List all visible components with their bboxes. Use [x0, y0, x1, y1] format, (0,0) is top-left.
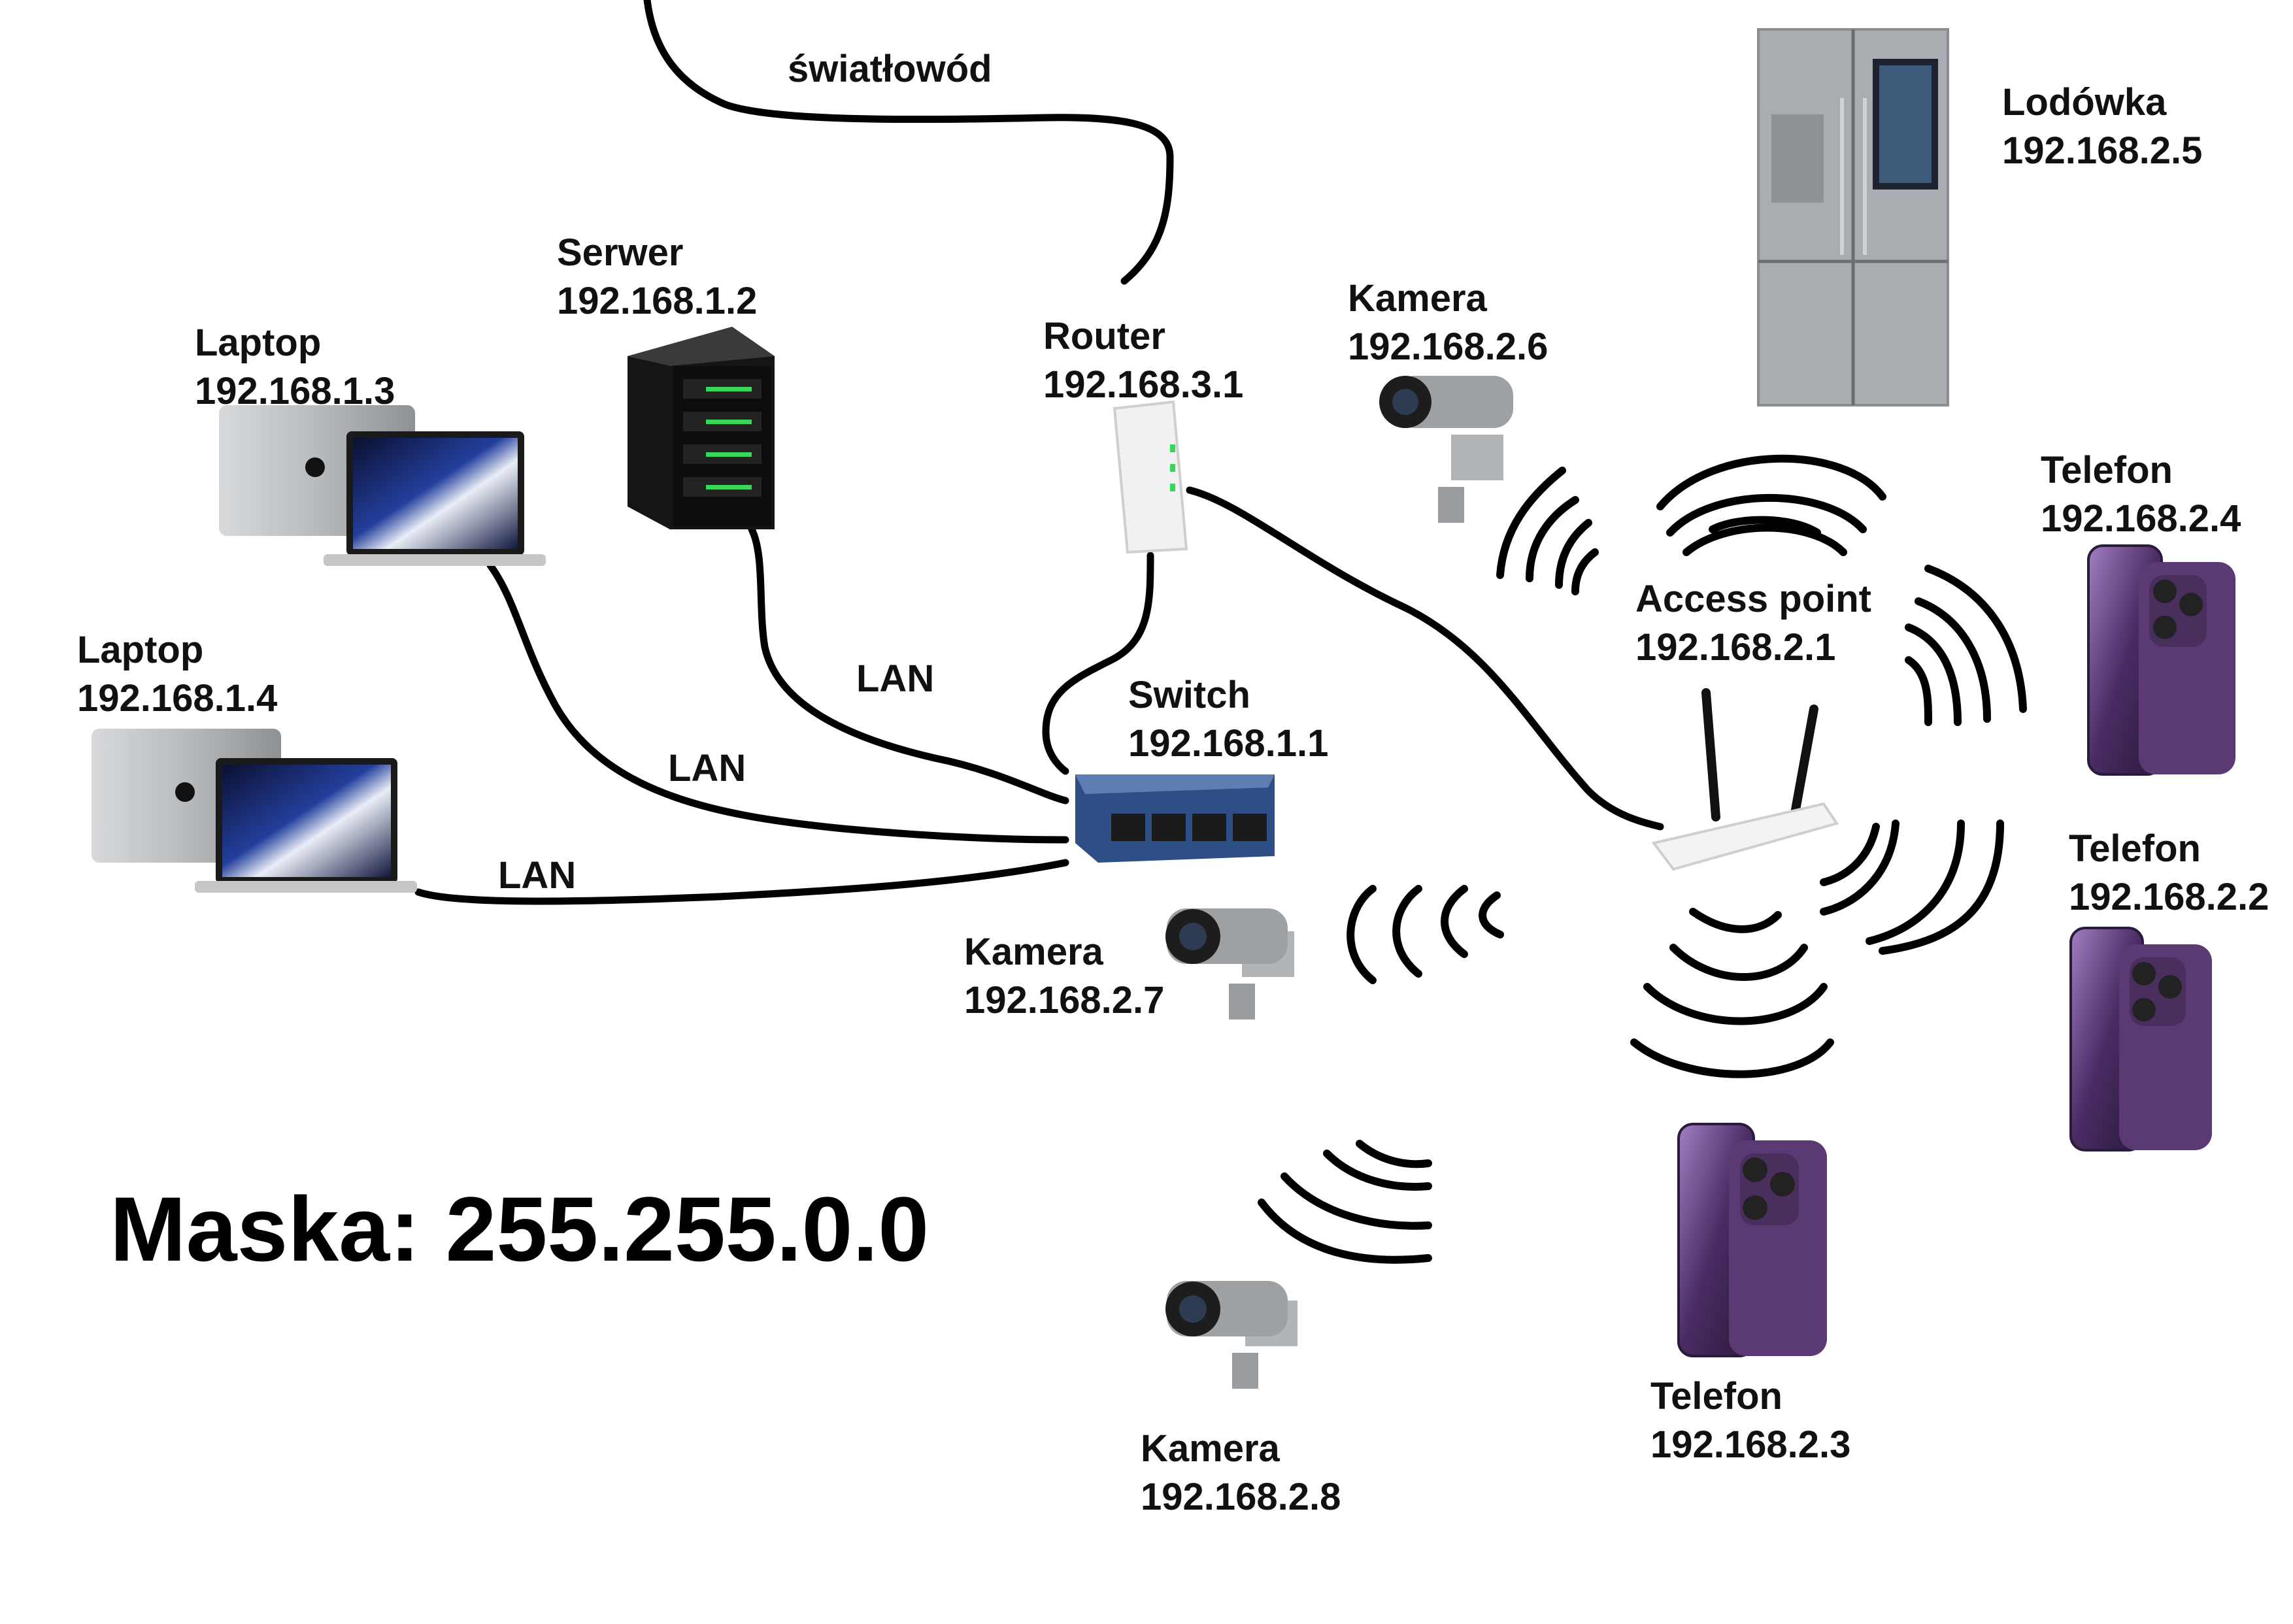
server-icon	[628, 327, 775, 529]
camera1-icon	[1379, 376, 1513, 523]
router-ip: 192.168.3.1	[1043, 363, 1244, 406]
laptop1-icon	[219, 405, 546, 566]
laptop2-ip: 192.168.1.4	[77, 677, 278, 720]
phone1-ip: 192.168.2.4	[2041, 497, 2241, 540]
phone3-icon	[1677, 1123, 1827, 1357]
laptop1-ip: 192.168.1.3	[195, 370, 395, 412]
camera1-name: Kamera	[1348, 277, 1487, 320]
server-ip: 192.168.1.2	[557, 280, 758, 322]
phone3-ip: 192.168.2.3	[1650, 1423, 1851, 1466]
router-label: Router 192.168.3.1	[1043, 312, 1243, 409]
switch-icon	[1075, 774, 1275, 863]
router-name: Router	[1043, 315, 1165, 357]
ap-bottom-waves	[1630, 908, 1834, 1078]
lan-laptop1-label: LAN	[668, 747, 746, 789]
camera2-ip: 192.168.2.7	[964, 979, 1165, 1021]
fiber-label: światłowód	[788, 48, 992, 90]
router-access-point-cable	[1186, 486, 1664, 831]
fiber-cable	[643, 0, 1174, 285]
laptop2-icon	[92, 729, 417, 893]
laptop1-name: Laptop	[195, 322, 322, 364]
access-point-ip: 192.168.2.1	[1635, 626, 1836, 669]
camera1-waves	[1496, 467, 1599, 595]
phone1-label: Telefon 192.168.2.4	[2041, 446, 2241, 543]
camera3-ip: 192.168.2.8	[1141, 1476, 1341, 1518]
ap-top-waves	[1656, 454, 1886, 556]
phone2-icon	[2069, 927, 2212, 1152]
camera1-ip: 192.168.2.6	[1348, 325, 1548, 368]
phone2-label: Telefon 192.168.2.2	[2069, 825, 2269, 921]
camera3-name: Kamera	[1141, 1427, 1280, 1470]
wireless-waves	[1258, 454, 2027, 1264]
phone2-ip: 192.168.2.2	[2069, 876, 2269, 918]
connections	[414, 0, 1664, 905]
laptop2-name: Laptop	[77, 629, 204, 671]
server-name: Serwer	[557, 231, 684, 274]
laptop1-label: Laptop 192.168.1.3	[195, 319, 395, 416]
router-icon	[1113, 400, 1188, 554]
camera2-waves	[1347, 885, 1504, 984]
access-point-name: Access point	[1635, 578, 1871, 620]
camera3-label: Kamera 192.168.2.8	[1141, 1425, 1341, 1521]
camera3-waves	[1258, 1140, 1432, 1264]
ap-right-waves	[1905, 565, 2027, 726]
laptop2-label: Laptop 192.168.1.4	[77, 626, 277, 723]
subnet-mask-label: Maska: 255.255.0.0	[110, 1178, 929, 1280]
fridge-name: Lodówka	[2002, 81, 2167, 124]
switch-label: Switch 192.168.1.1	[1128, 671, 1328, 768]
camera1-label: Kamera 192.168.2.6	[1348, 274, 1548, 371]
fridge-label: Lodówka 192.168.2.5	[2002, 78, 2202, 175]
switch-name: Switch	[1128, 674, 1250, 716]
lan-laptop2-label: LAN	[498, 854, 577, 897]
phone2-name: Telefon	[2069, 827, 2201, 870]
access-point-label: Access point 192.168.2.1	[1635, 575, 1871, 672]
server-label: Serwer 192.168.1.2	[557, 229, 757, 325]
phone3-name: Telefon	[1650, 1375, 1783, 1417]
fridge-icon	[1757, 28, 1949, 406]
switch-ip: 192.168.1.1	[1128, 722, 1329, 765]
ap-bottom-right-waves	[1820, 820, 2004, 955]
camera2-name: Kamera	[964, 931, 1103, 973]
camera2-label: Kamera 192.168.2.7	[964, 928, 1164, 1025]
phone1-name: Telefon	[2041, 449, 2173, 491]
server-switch-cable	[748, 525, 1069, 804]
laptop2-switch-cable	[414, 859, 1069, 905]
phone1-icon	[2087, 544, 2235, 776]
router-switch-cable	[1042, 552, 1154, 775]
access-point-icon	[1651, 688, 1839, 871]
phone3-label: Telefon 192.168.2.3	[1650, 1372, 1850, 1469]
lan-server-label: LAN	[856, 657, 935, 700]
camera2-icon	[1165, 908, 1294, 1019]
fridge-ip: 192.168.2.5	[2002, 129, 2203, 172]
camera3-icon	[1165, 1281, 1297, 1389]
laptop1-switch-cable	[486, 561, 1069, 844]
